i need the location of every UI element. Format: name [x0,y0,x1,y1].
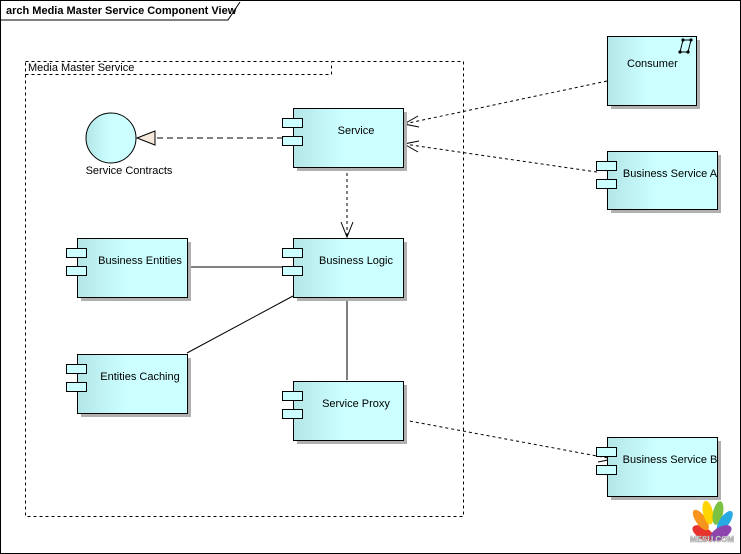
watermark-logo: MESU.COM [690,500,735,544]
component-label: Service Proxy [322,398,390,410]
component-label: Consumer [627,58,678,70]
component-label: Business Logic [319,255,393,267]
component-body [77,238,188,298]
component-port-icon [282,248,303,258]
component-port-icon [66,364,87,374]
component-business-service-a[interactable]: Business Service A [596,151,722,214]
diagram-title: arch Media Master Service Component View [6,5,237,17]
component-port-icon [282,409,303,419]
component-service-proxy[interactable]: Service Proxy [282,381,408,445]
component-label: Service [338,125,375,137]
component-body [293,238,404,298]
component-label: Business Service A [623,168,718,180]
connectors [135,80,615,463]
component-port-icon [596,161,617,171]
component-label: Business Service B [623,454,718,466]
component-body [607,36,697,106]
component-body [293,381,404,441]
component-port-icon [282,266,303,276]
component-label: Business Entities [98,255,182,267]
dependency-arrowhead [340,221,354,239]
component-port-icon [282,118,303,128]
component-port-icon [66,382,87,392]
component-port-icon [596,465,617,475]
consumer-node-icon [678,38,693,54]
component-consumer[interactable]: Consumer [607,36,701,110]
component-port-icon [282,136,303,146]
component-body [607,437,718,497]
component-port-icon [282,391,303,401]
component-label: Entities Caching [100,371,180,383]
realization-arrowhead [135,130,156,146]
component-port-icon [66,266,87,276]
component-business-service-b[interactable]: Business Service B [596,437,722,501]
component-service[interactable]: Service [282,108,408,172]
component-body [77,354,188,414]
interface-service-contracts[interactable]: Service Contracts [85,112,173,177]
component-business-logic[interactable]: Business Logic [282,238,408,302]
dependency-bsa-service [403,143,598,173]
component-port-icon [596,179,617,189]
component-business-entities[interactable]: Business Entities [66,238,192,302]
dependency-proxy-bsb [403,419,614,460]
assoc-caching-logic [186,295,294,354]
diagram-title-tab: arch Media Master Service Component View [1,1,241,21]
component-port-icon [596,447,617,457]
component-body [607,151,718,210]
interface-label: Service Contracts [86,165,173,177]
package-label: Media Master Service [28,62,134,74]
package-media-master-service: Media Master Service [25,61,464,517]
component-port-icon [66,248,87,258]
watermark-text: MESU.COM [690,535,734,544]
dependency-consumer-service [403,80,608,125]
component-body [293,108,404,168]
component-entities-caching[interactable]: Entities Caching [66,354,192,418]
